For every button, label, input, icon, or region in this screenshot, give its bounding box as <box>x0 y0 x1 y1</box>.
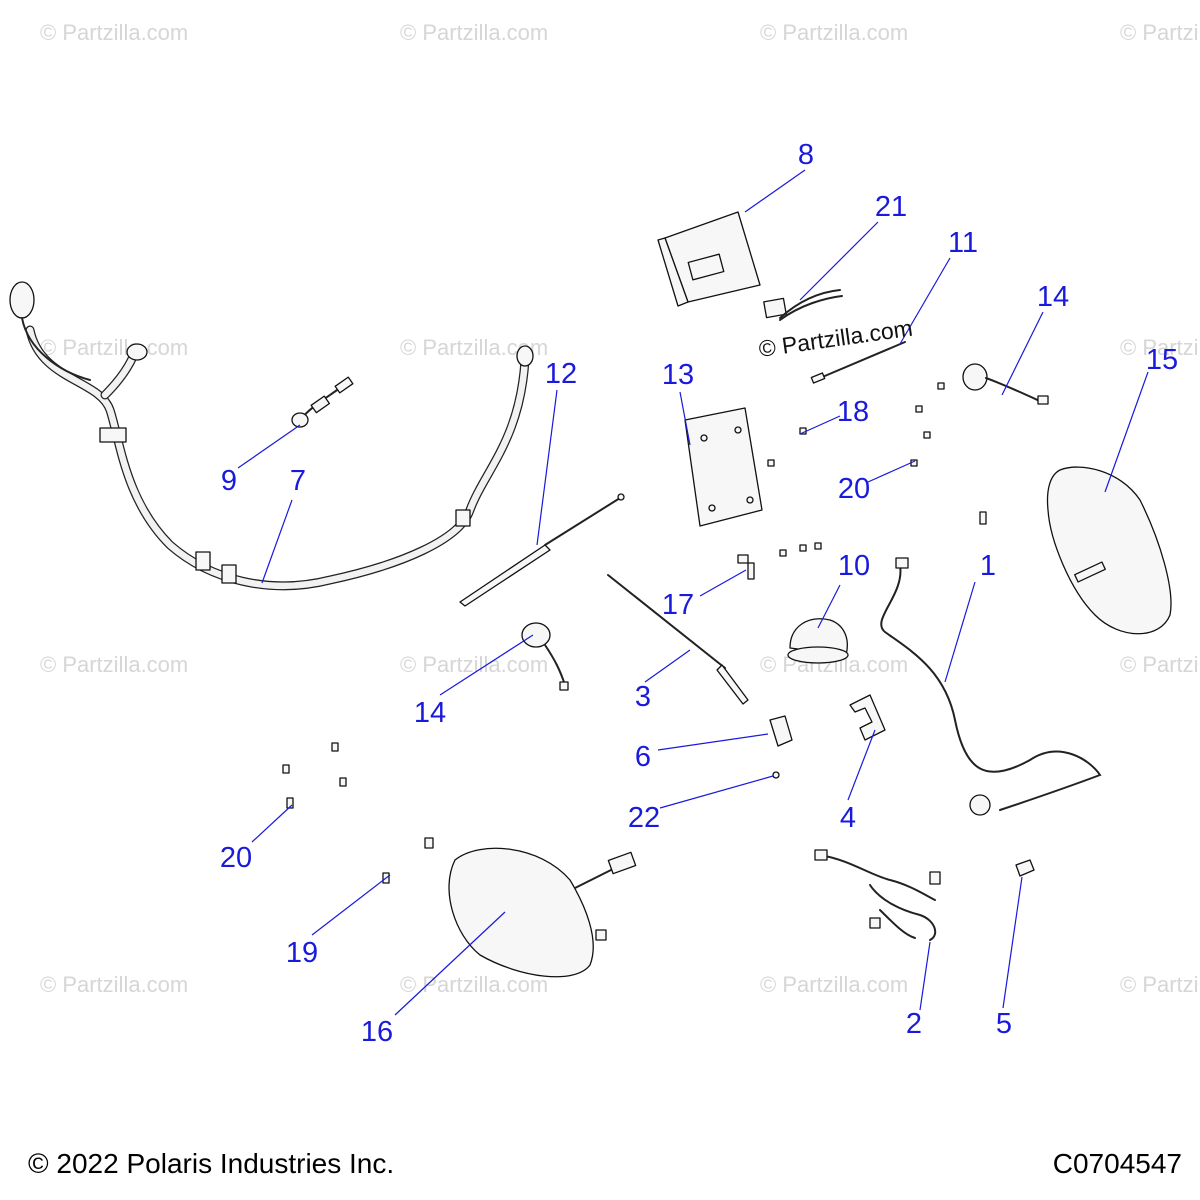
sensor-lead-illustration <box>291 376 354 428</box>
clip-illustration <box>737 554 755 580</box>
callout-1: 1 <box>980 550 996 582</box>
copyright-text: © 2022 Polaris Industries Inc. <box>28 1148 395 1179</box>
svg-text:© Partzilla.com: © Partzilla.com <box>400 20 548 45</box>
svg-text:© Partzilla.com: © Partzilla.com <box>400 972 548 997</box>
svg-text:© Partzilla.com: © Partzilla.com <box>1120 652 1200 677</box>
svg-text:© Partzilla.com: © Partzilla.com <box>40 335 188 360</box>
callout-13: 13 <box>662 359 694 391</box>
callout-9: 9 <box>221 465 237 497</box>
lower-tank-illustration <box>448 847 637 978</box>
bracket-illustration <box>769 715 793 747</box>
callout-4: 4 <box>840 802 856 834</box>
callout-15: 15 <box>1146 344 1178 376</box>
sensor-cable-illustration <box>880 557 1102 816</box>
watermark-dark: © Partzilla.com <box>757 315 914 362</box>
diagram-id: C0704547 <box>1052 1148 1182 1179</box>
leader-lines <box>237 169 1149 1016</box>
callout-14-lower: 14 <box>414 697 446 729</box>
callout-20-lower: 20 <box>220 842 252 874</box>
callout-11: 11 <box>948 227 978 259</box>
connector-cable-illustration <box>763 289 843 321</box>
callout-16: 16 <box>361 1016 393 1048</box>
callout-6: 6 <box>635 741 651 773</box>
harness-hose-illustration <box>9 281 534 591</box>
callout-2: 2 <box>906 1008 922 1040</box>
switch-upper-illustration <box>962 363 1049 405</box>
svg-text:© Partzilla.com: © Partzilla.com <box>1120 972 1200 997</box>
dome-speaker-illustration <box>787 618 849 664</box>
callout-8: 8 <box>798 139 814 171</box>
svg-text:© Partzilla.com: © Partzilla.com <box>40 652 188 677</box>
callout-labels: 1 2 3 4 5 6 7 8 9 10 11 12 13 14 14 15 1… <box>220 139 1178 1048</box>
svg-text:© Partzilla.com: © Partzilla.com <box>760 20 908 45</box>
callout-22: 22 <box>628 802 660 834</box>
callout-17: 17 <box>662 589 694 621</box>
callout-5: 5 <box>996 1008 1012 1040</box>
plug-5-illustration <box>1015 859 1035 877</box>
callout-12: 12 <box>545 358 577 390</box>
callout-19: 19 <box>286 937 318 969</box>
thin-cable-illustration <box>810 341 906 384</box>
svg-text:© Partzilla.com: © Partzilla.com <box>1120 20 1200 45</box>
watermark-layer: © Partzilla.com © Partzilla.com © Partzi… <box>40 20 1200 997</box>
u-strap-illustration <box>849 694 886 741</box>
callout-7: 7 <box>290 465 306 497</box>
callout-10: 10 <box>838 550 870 582</box>
display-unit-illustration <box>657 211 761 307</box>
svg-text:© Partzilla.com: © Partzilla.com <box>40 20 188 45</box>
callout-18: 18 <box>837 396 869 428</box>
antenna-rod-illustration <box>607 574 749 705</box>
svg-text:© Partzilla.com: © Partzilla.com <box>1120 335 1200 360</box>
fasteners-lower-illustration <box>282 742 434 884</box>
callout-20-upper: 20 <box>838 473 870 505</box>
callout-3: 3 <box>635 681 651 713</box>
right-housing-illustration <box>1046 466 1172 635</box>
mount-plate-illustration <box>684 407 763 527</box>
callout-14-upper: 14 <box>1037 281 1069 313</box>
screw-22-illustration <box>772 771 780 779</box>
wiper-blade-illustration <box>459 493 625 607</box>
lower-harness-illustration <box>814 849 941 941</box>
svg-text:© Partzilla.com: © Partzilla.com <box>760 972 908 997</box>
switch-lower-illustration <box>521 622 569 691</box>
svg-text:© Partzilla.com: © Partzilla.com <box>40 972 188 997</box>
callout-21: 21 <box>875 191 907 223</box>
fasteners-upper-illustration <box>767 382 987 557</box>
